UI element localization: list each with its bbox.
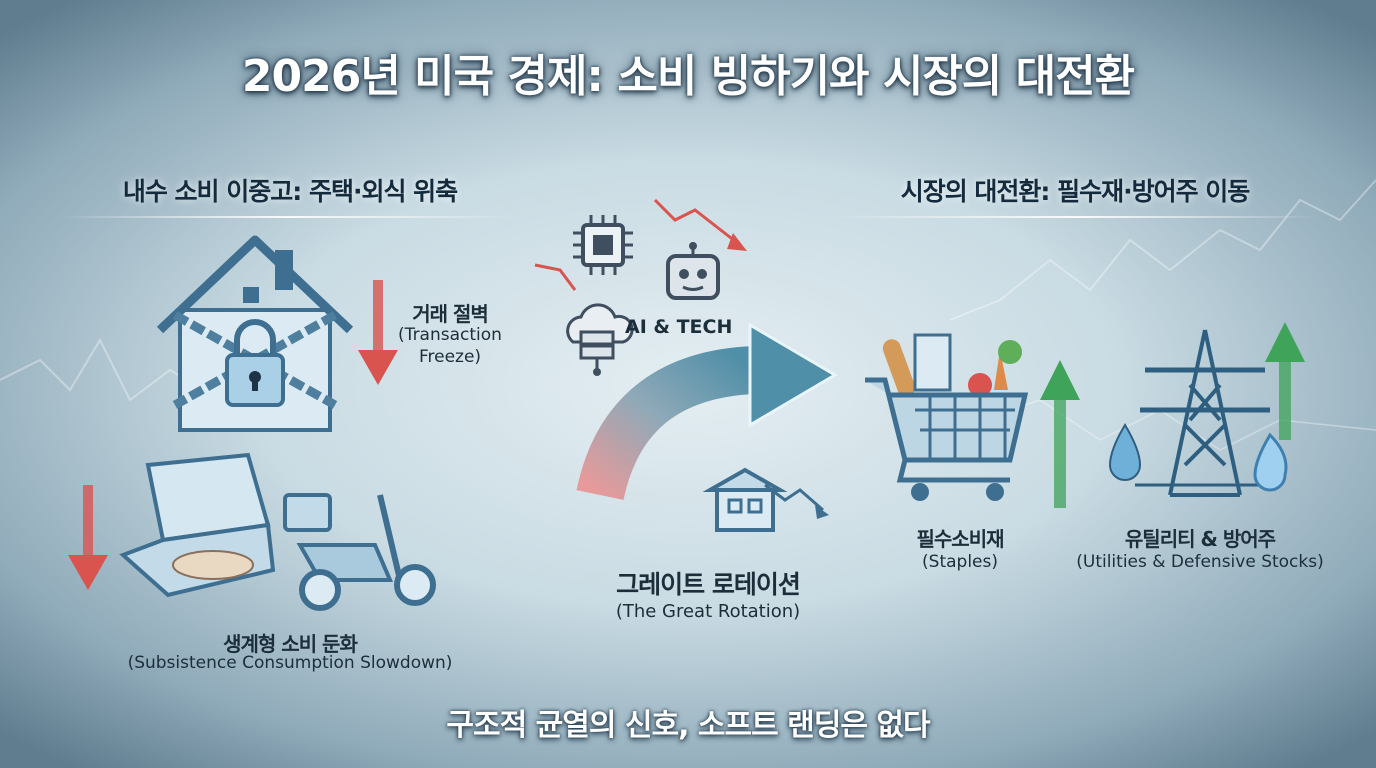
staples-en: (Staples) bbox=[922, 552, 998, 572]
great-rotation-label: 그레이트 로테이션 bbox=[616, 570, 801, 599]
up-arrow-icon bbox=[1040, 360, 1080, 508]
small-house-decline-icon bbox=[702, 467, 829, 532]
robot-icon bbox=[666, 242, 720, 300]
cloud-server-icon bbox=[566, 303, 634, 376]
down-arrow-icon bbox=[68, 485, 108, 590]
tech-decline-arrows bbox=[534, 198, 747, 291]
transaction-freeze-en-1: (Transaction bbox=[398, 325, 502, 345]
up-arrow-icon bbox=[1265, 322, 1305, 440]
great-rotation-en: (The Great Rotation) bbox=[615, 601, 801, 622]
right-section-heading: 시장의 대전환: 필수재·방어주 이동 bbox=[830, 172, 1320, 218]
transaction-freeze-en-2: Freeze) bbox=[418, 347, 482, 367]
subsistence-consumption-en: (Subsistence Consumption Slowdown) bbox=[127, 653, 453, 673]
staples-label: 필수소비재 bbox=[916, 527, 1005, 551]
footer-tagline: 구조적 균열의 신호, 소프트 랜딩은 없다 bbox=[446, 708, 930, 743]
utilities-label: 유틸리티 & 방어주 bbox=[1124, 527, 1276, 551]
transaction-freeze-label: 거래 절벽 bbox=[412, 302, 489, 326]
great-rotation-arrow-icon bbox=[576, 322, 838, 501]
delivery-scooter-icon bbox=[283, 493, 436, 611]
left-section-heading: 내수 소비 이중고: 주택·외식 위축 bbox=[60, 172, 520, 218]
page-title: 2026년 미국 경제: 소비 빙하기와 시장의 대전환 bbox=[241, 51, 1135, 102]
frozen-locked-house-icon bbox=[156, 235, 354, 432]
down-arrow-icon bbox=[358, 280, 398, 385]
grocery-cart-icon bbox=[865, 333, 1029, 501]
subsistence-consumption-label: 생계형 소비 둔화 bbox=[223, 632, 358, 656]
ai-tech-label: AI & TECH bbox=[625, 316, 733, 338]
power-tower-icon bbox=[1108, 329, 1288, 497]
empty-pizza-box-icon bbox=[119, 452, 276, 598]
cpu-chip-icon bbox=[573, 215, 633, 275]
utilities-en: (Utilities & Defensive Stocks) bbox=[1076, 552, 1324, 572]
